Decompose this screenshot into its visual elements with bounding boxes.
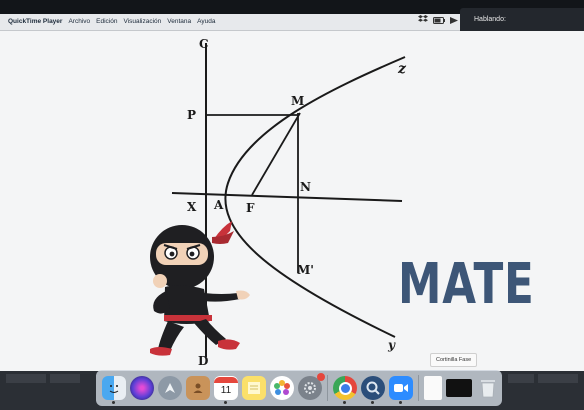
label-c: C xyxy=(199,37,209,51)
label-m: M xyxy=(291,94,304,108)
label-x: X xyxy=(187,200,197,214)
running-indicator xyxy=(224,401,227,404)
battery-icon[interactable] xyxy=(433,15,445,29)
forward-icon[interactable] xyxy=(450,15,458,29)
menu-archivo[interactable]: Archivo xyxy=(68,18,91,25)
video-content: C P M N X A F M' D y z MATE xyxy=(0,31,584,371)
menu-ayuda[interactable]: Ayuda xyxy=(197,18,216,25)
notification-badge xyxy=(317,373,325,381)
label-y: y xyxy=(387,338,396,352)
chrome-center xyxy=(338,381,352,395)
system-preferences-icon[interactable] xyxy=(298,373,325,400)
chrome-icon[interactable] xyxy=(333,376,357,404)
document-icon[interactable] xyxy=(424,376,442,400)
menu-bar: QuickTime Player Archivo Edición Visuali… xyxy=(0,14,584,31)
label-f: F xyxy=(246,201,255,215)
finder-icon[interactable] xyxy=(102,376,126,404)
menu-ventana[interactable]: Ventana xyxy=(167,18,192,25)
notes-icon[interactable] xyxy=(242,376,266,400)
dock-separator xyxy=(327,375,328,401)
label-m-prime: M' xyxy=(297,263,314,277)
label-d: D xyxy=(198,354,208,368)
label-n: N xyxy=(300,180,311,194)
calendar-header xyxy=(214,377,238,383)
menu-app-name[interactable]: QuickTime Player xyxy=(8,18,63,25)
horizontal-axis xyxy=(171,192,403,202)
running-indicator xyxy=(343,401,346,404)
notification-text: Hablando: xyxy=(474,16,506,23)
blurred-background-text xyxy=(6,374,578,383)
label-p: P xyxy=(187,108,196,122)
status-icons xyxy=(418,15,458,29)
dock-separator xyxy=(418,375,419,401)
label-z: z xyxy=(397,61,407,77)
notification-banner[interactable]: Hablando: xyxy=(460,8,584,34)
screen-recording-icon[interactable] xyxy=(446,379,472,397)
label-a: A xyxy=(213,198,224,212)
screen-top-band xyxy=(0,0,584,14)
contacts-icon[interactable] xyxy=(186,376,210,400)
dock: 11 xyxy=(96,370,502,406)
photos-icon[interactable] xyxy=(270,376,294,400)
mate-title: MATE xyxy=(398,252,535,317)
zoom-icon[interactable] xyxy=(389,376,413,404)
calendar-icon[interactable]: 11 xyxy=(214,376,238,404)
running-indicator xyxy=(112,401,115,404)
menu-visualizacion[interactable]: Visualización xyxy=(123,18,162,25)
siri-icon[interactable] xyxy=(130,376,154,400)
dropbox-icon[interactable] xyxy=(418,15,428,29)
quicktime-icon[interactable] xyxy=(361,376,385,404)
running-indicator xyxy=(371,401,374,404)
running-indicator xyxy=(399,401,402,404)
launchpad-icon[interactable] xyxy=(158,376,182,400)
focus-m-line xyxy=(251,112,301,196)
tooltip: Cortinilla Fase xyxy=(430,353,478,367)
calendar-day: 11 xyxy=(220,385,232,396)
trash-icon[interactable] xyxy=(476,376,500,400)
parabola-curve xyxy=(224,56,406,338)
ninja-mascot xyxy=(150,221,250,356)
menu-edicion[interactable]: Edición xyxy=(96,18,118,25)
